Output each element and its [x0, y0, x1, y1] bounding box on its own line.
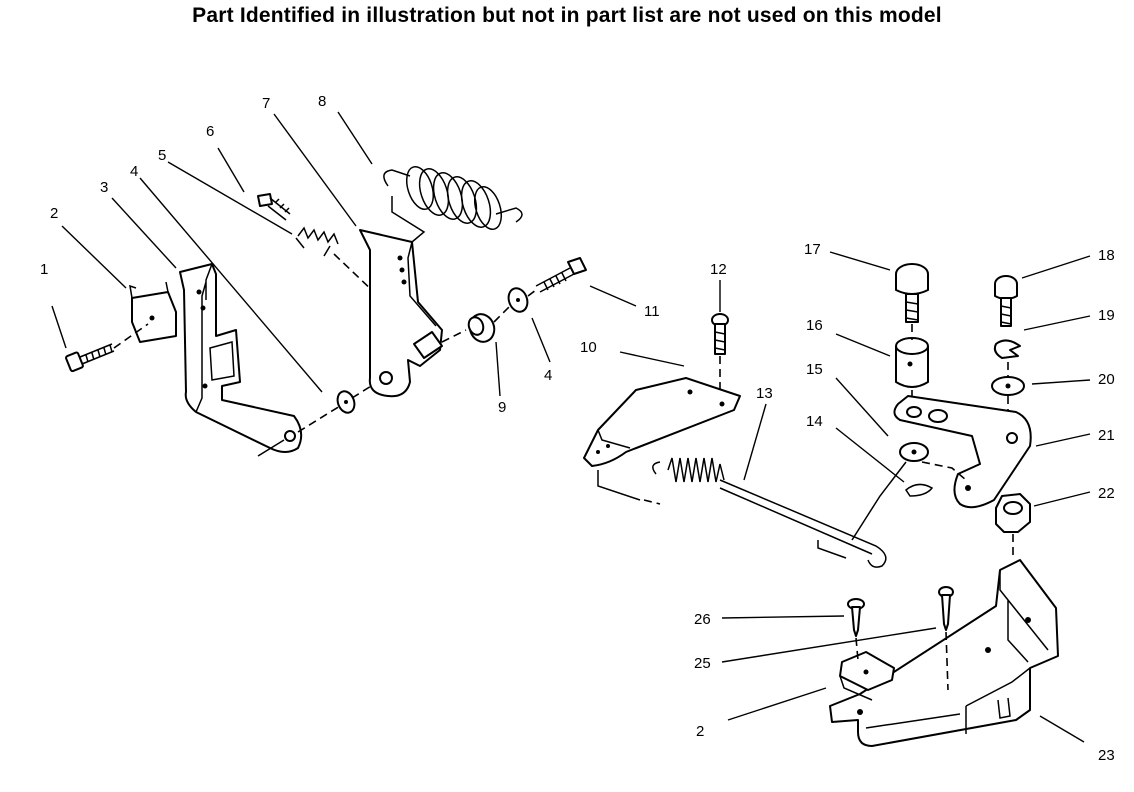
part-bolt-11 — [535, 257, 587, 293]
part-spring-13 — [652, 457, 887, 568]
callout-20: 20 — [1098, 371, 1115, 388]
callout-7: 7 — [262, 95, 270, 112]
part-clip-2b — [839, 651, 895, 701]
callout-4: 4 — [130, 163, 138, 180]
callout-15: 15 — [806, 361, 823, 378]
part-plate-21 — [893, 395, 1032, 509]
part-arm-7 — [359, 229, 443, 398]
part-clip-2 — [129, 281, 177, 343]
part-screw-25 — [938, 586, 954, 631]
callout-2b: 2 — [696, 723, 704, 740]
part-washer-15 — [899, 442, 929, 462]
callout-9: 9 — [498, 399, 506, 416]
callout-8: 8 — [318, 93, 326, 110]
diagram-note: Part Identified in illustration but not … — [192, 4, 942, 27]
part-bracket-3 — [179, 263, 303, 453]
callout-5: 5 — [158, 147, 166, 164]
part-bracket-23 — [829, 559, 1059, 747]
callout-6: 6 — [206, 123, 214, 140]
callout-1: 1 — [40, 261, 48, 278]
part-clip-19 — [993, 339, 1021, 359]
callout-10: 10 — [580, 339, 597, 356]
part-spring-8 — [383, 166, 523, 243]
part-bushing-16 — [895, 337, 929, 388]
callout-14: 14 — [806, 413, 823, 430]
part-nut-22 — [995, 493, 1031, 533]
part-bolt-6 — [257, 193, 291, 221]
callout-18: 18 — [1098, 247, 1115, 264]
part-washer-20 — [991, 376, 1025, 396]
part-spring-5 — [295, 226, 339, 257]
callout-labels: 1 2 3 4 5 6 7 8 9 4 11 12 10 13 17 18 16… — [40, 93, 1115, 764]
part-washer-4 — [336, 390, 356, 414]
callout-3: 3 — [100, 179, 108, 196]
callout-19: 19 — [1098, 307, 1115, 324]
callout-11: 11 — [644, 303, 660, 320]
part-bushing-9 — [467, 313, 496, 343]
part-bolt-1 — [65, 343, 115, 373]
part-bolt-12 — [711, 313, 729, 355]
callout-25: 25 — [694, 655, 711, 672]
leader-lines — [51, 111, 1091, 743]
callout-13: 13 — [756, 385, 773, 402]
callout-12: 12 — [710, 261, 727, 278]
part-bracket-10 — [583, 377, 741, 467]
callout-26: 26 — [694, 611, 711, 628]
callout-17: 17 — [804, 241, 821, 258]
callout-22: 22 — [1098, 485, 1115, 502]
part-cotter-14 — [905, 483, 934, 497]
part-bolt-17 — [895, 263, 929, 323]
callout-4b: 4 — [544, 367, 552, 384]
part-bolt-18 — [994, 275, 1018, 327]
callout-16: 16 — [806, 317, 823, 334]
callout-21: 21 — [1098, 427, 1115, 444]
callout-23: 23 — [1098, 747, 1115, 764]
callout-2: 2 — [50, 205, 58, 222]
part-screw-26 — [847, 598, 865, 637]
part-washer-4b — [507, 287, 529, 313]
